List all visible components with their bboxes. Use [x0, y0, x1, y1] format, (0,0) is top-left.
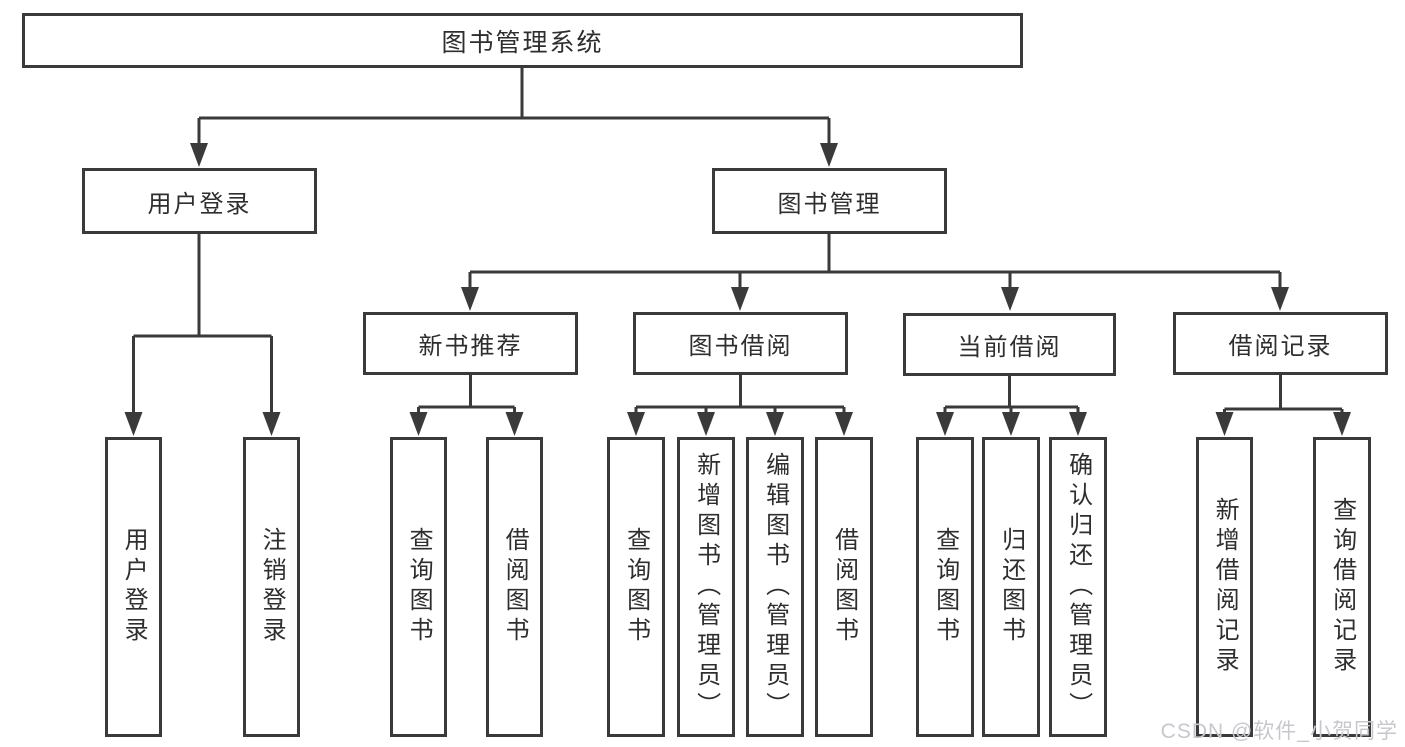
csdn-watermark: CSDN @软件_小贺同学	[1160, 720, 1398, 743]
leaf-borrow-query-books: 查询图书	[607, 437, 665, 737]
node-borrow-records: 借阅记录	[1173, 312, 1388, 375]
leaf-return-books-label: 归还图书	[997, 527, 1025, 647]
leaf-add-borrow-record-label: 新增借阅记录	[1211, 497, 1239, 677]
leaf-newbook-query-books-label: 查询图书	[405, 527, 433, 647]
connector-bookmgmt-to-level3	[461, 234, 1289, 311]
connector-currentborrow-to-leaves	[936, 376, 1087, 436]
leaf-logout-label: 注销登录	[258, 527, 286, 647]
leaf-borrow-books: 借阅图书	[815, 437, 873, 737]
node-borrow-records-label: 借阅记录	[1228, 333, 1333, 360]
node-user-login: 用户登录	[82, 168, 317, 234]
leaf-current-query-books-label: 查询图书	[931, 527, 959, 647]
leaf-query-borrow-record-label: 查询借阅记录	[1328, 497, 1356, 677]
node-current-borrow-label: 当前借阅	[957, 334, 1062, 361]
leaf-newbook-borrow-books-label: 借阅图书	[501, 527, 529, 647]
leaf-newbook-query-books: 查询图书	[390, 437, 447, 737]
leaf-logout: 注销登录	[243, 437, 300, 737]
leaf-borrow-books-label: 借阅图书	[830, 527, 858, 647]
leaf-confirm-return-admin-label: 确认归还（管理员）	[1064, 452, 1092, 722]
leaf-return-books: 归还图书	[982, 437, 1040, 737]
node-root-label: 图书管理系统	[441, 28, 604, 57]
leaf-confirm-return-admin: 确认归还（管理员）	[1049, 437, 1107, 737]
leaf-edit-book-admin-label: 编辑图书（管理员）	[761, 452, 789, 722]
leaf-newbook-borrow-books: 借阅图书	[486, 437, 543, 737]
node-book-borrow-label: 图书借阅	[688, 333, 793, 360]
node-book-borrow: 图书借阅	[633, 312, 848, 375]
leaf-add-book-admin-label: 新增图书（管理员）	[692, 452, 720, 722]
leaf-current-query-books: 查询图书	[916, 437, 974, 737]
node-book-management-label: 图书管理	[777, 190, 882, 218]
node-new-book-recommend: 新书推荐	[363, 312, 578, 375]
node-new-book-recommend-label: 新书推荐	[418, 333, 523, 360]
leaf-user-login-label: 用户登录	[120, 527, 148, 647]
node-book-management: 图书管理	[712, 168, 947, 234]
leaf-query-borrow-record: 查询借阅记录	[1313, 437, 1371, 737]
leaf-add-borrow-record: 新增借阅记录	[1196, 437, 1253, 737]
connector-userlogin-to-leaves	[124, 234, 281, 436]
leaf-user-login: 用户登录	[105, 437, 162, 737]
leaf-edit-book-admin: 编辑图书（管理员）	[746, 437, 804, 737]
node-user-login-label: 用户登录	[147, 190, 252, 218]
node-current-borrow: 当前借阅	[903, 313, 1116, 376]
connector-bookborrow-to-leaves	[627, 375, 853, 436]
leaf-borrow-query-books-label: 查询图书	[622, 527, 650, 647]
node-root-library-system: 图书管理系统	[22, 13, 1023, 68]
connector-borrowrecords-to-leaves	[1215, 375, 1351, 436]
leaf-add-book-admin: 新增图书（管理员）	[677, 437, 735, 737]
connector-newbook-to-leaves	[409, 375, 524, 436]
connector-root-to-level2	[190, 68, 838, 167]
